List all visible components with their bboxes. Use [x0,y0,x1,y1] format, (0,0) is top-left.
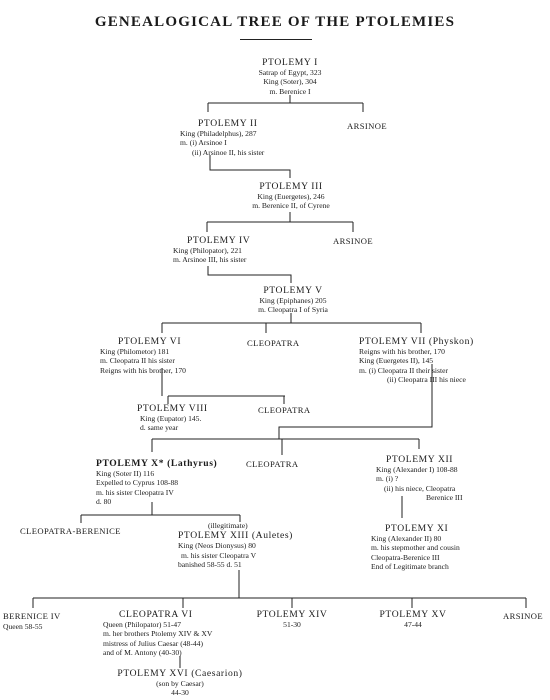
ptolemy-iii-node: PTOLEMY III King (Euergetes), 246 m. Ber… [252,181,330,211]
connector-p5-children [161,313,422,333]
cleopatra-node-3: CLEOPATRA [246,459,299,469]
ptolemy-xii-node: PTOLEMY XII King (Alexander I) 108-88 m.… [376,454,463,503]
ptolemy-vi-node: PTOLEMY VI King (Philometor) 181 m. Cleo… [100,336,186,375]
ptolemy-xvi-node: PTOLEMY XVI (Caesarion) (son by Caesar) … [117,668,243,698]
ptolemy-i-node: PTOLEMY I Satrap of Egypt, 323 King (Sot… [258,57,322,96]
cleopatra-node-1: CLEOPATRA [247,338,300,348]
arsinoe-node-2: ARSINOE [333,236,374,246]
arsinoe-node-1: ARSINOE [347,121,388,131]
connector-p7-descent [278,364,433,439]
page-title: GENEALOGICAL TREE OF THE PTOLEMIES [94,14,456,30]
ptolemy-iv-node: PTOLEMY IV King (Philopator), 221 m. Ars… [173,235,251,265]
ptolemy-xi-node: PTOLEMY XI King (Alexander II) 80 m. his… [371,523,460,572]
arsinoe-node-3: ARSINOE [503,611,544,621]
cleopatra-vi-node: CLEOPATRA VI Queen (Philopator) 51-47 m.… [103,609,213,658]
title-underline [240,39,312,40]
berenice-iv-node: BERENICE IV Queen 58-55 [3,611,61,631]
ptolemy-vii-node: PTOLEMY VII (Physkon) Reigns with his br… [359,336,474,385]
connector-p2-p3 [209,155,291,178]
ptolemy-xiii-node: (illegitimate) PTOLEMY XIII (Auletes) Ki… [178,521,293,570]
ptolemy-viii-node: PTOLEMY VIII King (Eupator) 145. d. same… [137,403,208,433]
ptolemy-ii-node: PTOLEMY II King (Philadelphus), 287 m. (… [180,118,265,157]
cleopatra-berenice-node: CLEOPATRA-BERENICE [20,526,121,536]
connector-p10-children [80,502,241,523]
ptolemy-v-node: PTOLEMY V King (Epiphanes) 205 m. Cleopa… [258,285,328,315]
ptolemy-xv-node: PTOLEMY XV 47-44 [379,609,447,629]
connector-p13-children [32,570,527,608]
connector-p6-children [161,368,285,404]
cleopatra-node-2: CLEOPATRA [258,405,311,415]
ptolemy-xiv-node: PTOLEMY XIV 51-30 [256,609,328,629]
connector-gen8 [151,438,420,455]
connector-p1-children [207,95,364,112]
connector-p3-children [206,212,354,232]
ptolemy-x-node: PTOLEMY X* (Lathyrus) King (Soter II) 11… [96,458,218,507]
connector-p4-p5 [207,266,292,283]
